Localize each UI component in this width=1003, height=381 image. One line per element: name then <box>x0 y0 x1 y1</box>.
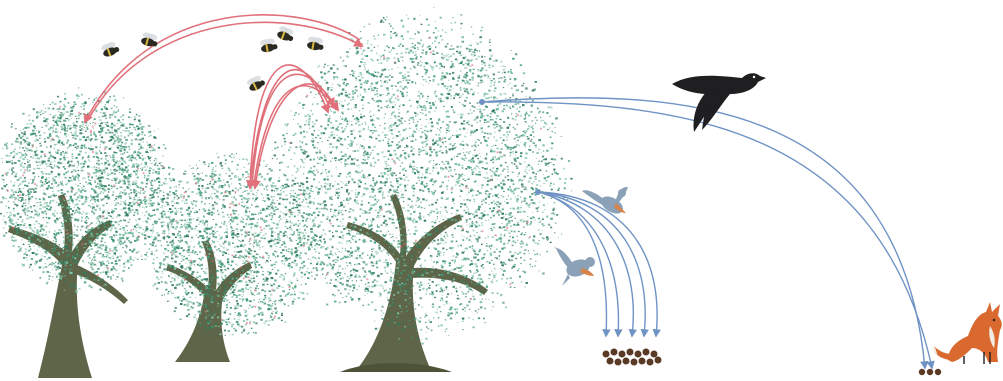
left-tree-trunk <box>8 194 112 378</box>
fox-icon <box>933 302 1002 364</box>
tree-foliage <box>0 7 572 344</box>
small-bird-icon <box>556 248 595 286</box>
crow-origin-dot <box>479 99 485 105</box>
seed-pile-icon <box>603 349 662 366</box>
middle-tree-crown <box>144 153 322 336</box>
dispersal-arrows <box>482 98 932 368</box>
right-tree-base <box>340 363 452 372</box>
left-tree-crown <box>0 87 180 292</box>
bee-icon <box>276 25 296 43</box>
pollination-arrow <box>88 22 362 120</box>
right-tree-trunk <box>346 194 462 368</box>
right-tree-crown <box>272 7 573 344</box>
bee-icon <box>100 40 120 58</box>
bee-icon <box>246 74 267 93</box>
dispersal-arrow-bird <box>538 192 657 336</box>
crow-icon <box>672 73 766 132</box>
seed-pile-icon <box>919 369 941 375</box>
dispersal-arrow-crow <box>482 102 932 368</box>
bee-icon <box>306 36 325 52</box>
dispersal-arrow-crow <box>482 98 925 368</box>
bee-icon <box>260 37 279 53</box>
bee-icon <box>140 31 159 48</box>
bird-origin-dot <box>535 189 541 195</box>
pollination-arrow <box>85 15 360 122</box>
